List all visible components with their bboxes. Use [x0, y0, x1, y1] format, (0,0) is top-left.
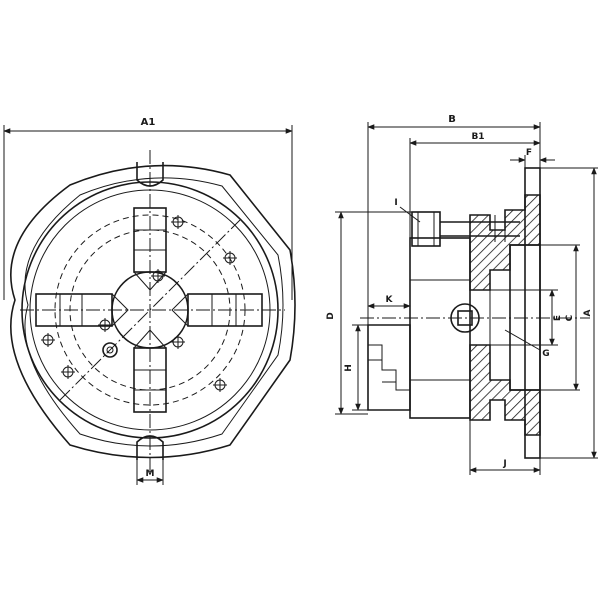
key-socket — [102, 342, 118, 358]
dim-m: M — [136, 460, 164, 485]
dim-g-label: G — [542, 349, 549, 359]
dim-j-label: J — [502, 459, 506, 469]
dim-k-label: K — [386, 295, 394, 305]
side-view: B B1 F D K — [326, 114, 598, 475]
flange-section-upper — [469, 194, 541, 291]
dim-f: F — [510, 148, 555, 168]
dim-f-label: F — [526, 148, 532, 158]
bolt-markers — [41, 215, 237, 392]
dim-h-label: H — [344, 364, 354, 372]
chuck-body — [409, 237, 471, 419]
dim-a1: A1 — [3, 117, 293, 300]
dim-d-label: D — [326, 312, 336, 319]
leader-i: I — [394, 198, 421, 223]
dim-c-label: C — [565, 314, 575, 321]
dim-j: J — [469, 420, 541, 475]
front-body-inner-outline — [24, 177, 284, 447]
dim-a-label: A — [583, 309, 593, 316]
dim-m-label: M — [146, 469, 155, 479]
front-body-outline — [9, 164, 296, 459]
diagonal-centerline — [59, 219, 241, 401]
front-view: A1 M — [3, 117, 296, 485]
dim-c: C — [540, 244, 580, 391]
dim-e: E — [510, 289, 563, 346]
dim-d: D — [326, 211, 412, 415]
dim-h: H — [344, 324, 368, 411]
top-screw — [411, 211, 520, 247]
dim-b-label: B — [448, 114, 456, 125]
leader-g: G — [504, 329, 550, 359]
dim-a1-label: A1 — [141, 117, 156, 128]
dim-i-label: I — [394, 198, 397, 208]
dim-e-label: E — [553, 315, 563, 321]
dim-b1: B1 — [409, 132, 541, 238]
dim-k: K — [367, 295, 411, 309]
dim-b1-label: B1 — [471, 132, 484, 142]
side-jaw — [367, 324, 411, 411]
dim-a: A — [540, 167, 598, 459]
